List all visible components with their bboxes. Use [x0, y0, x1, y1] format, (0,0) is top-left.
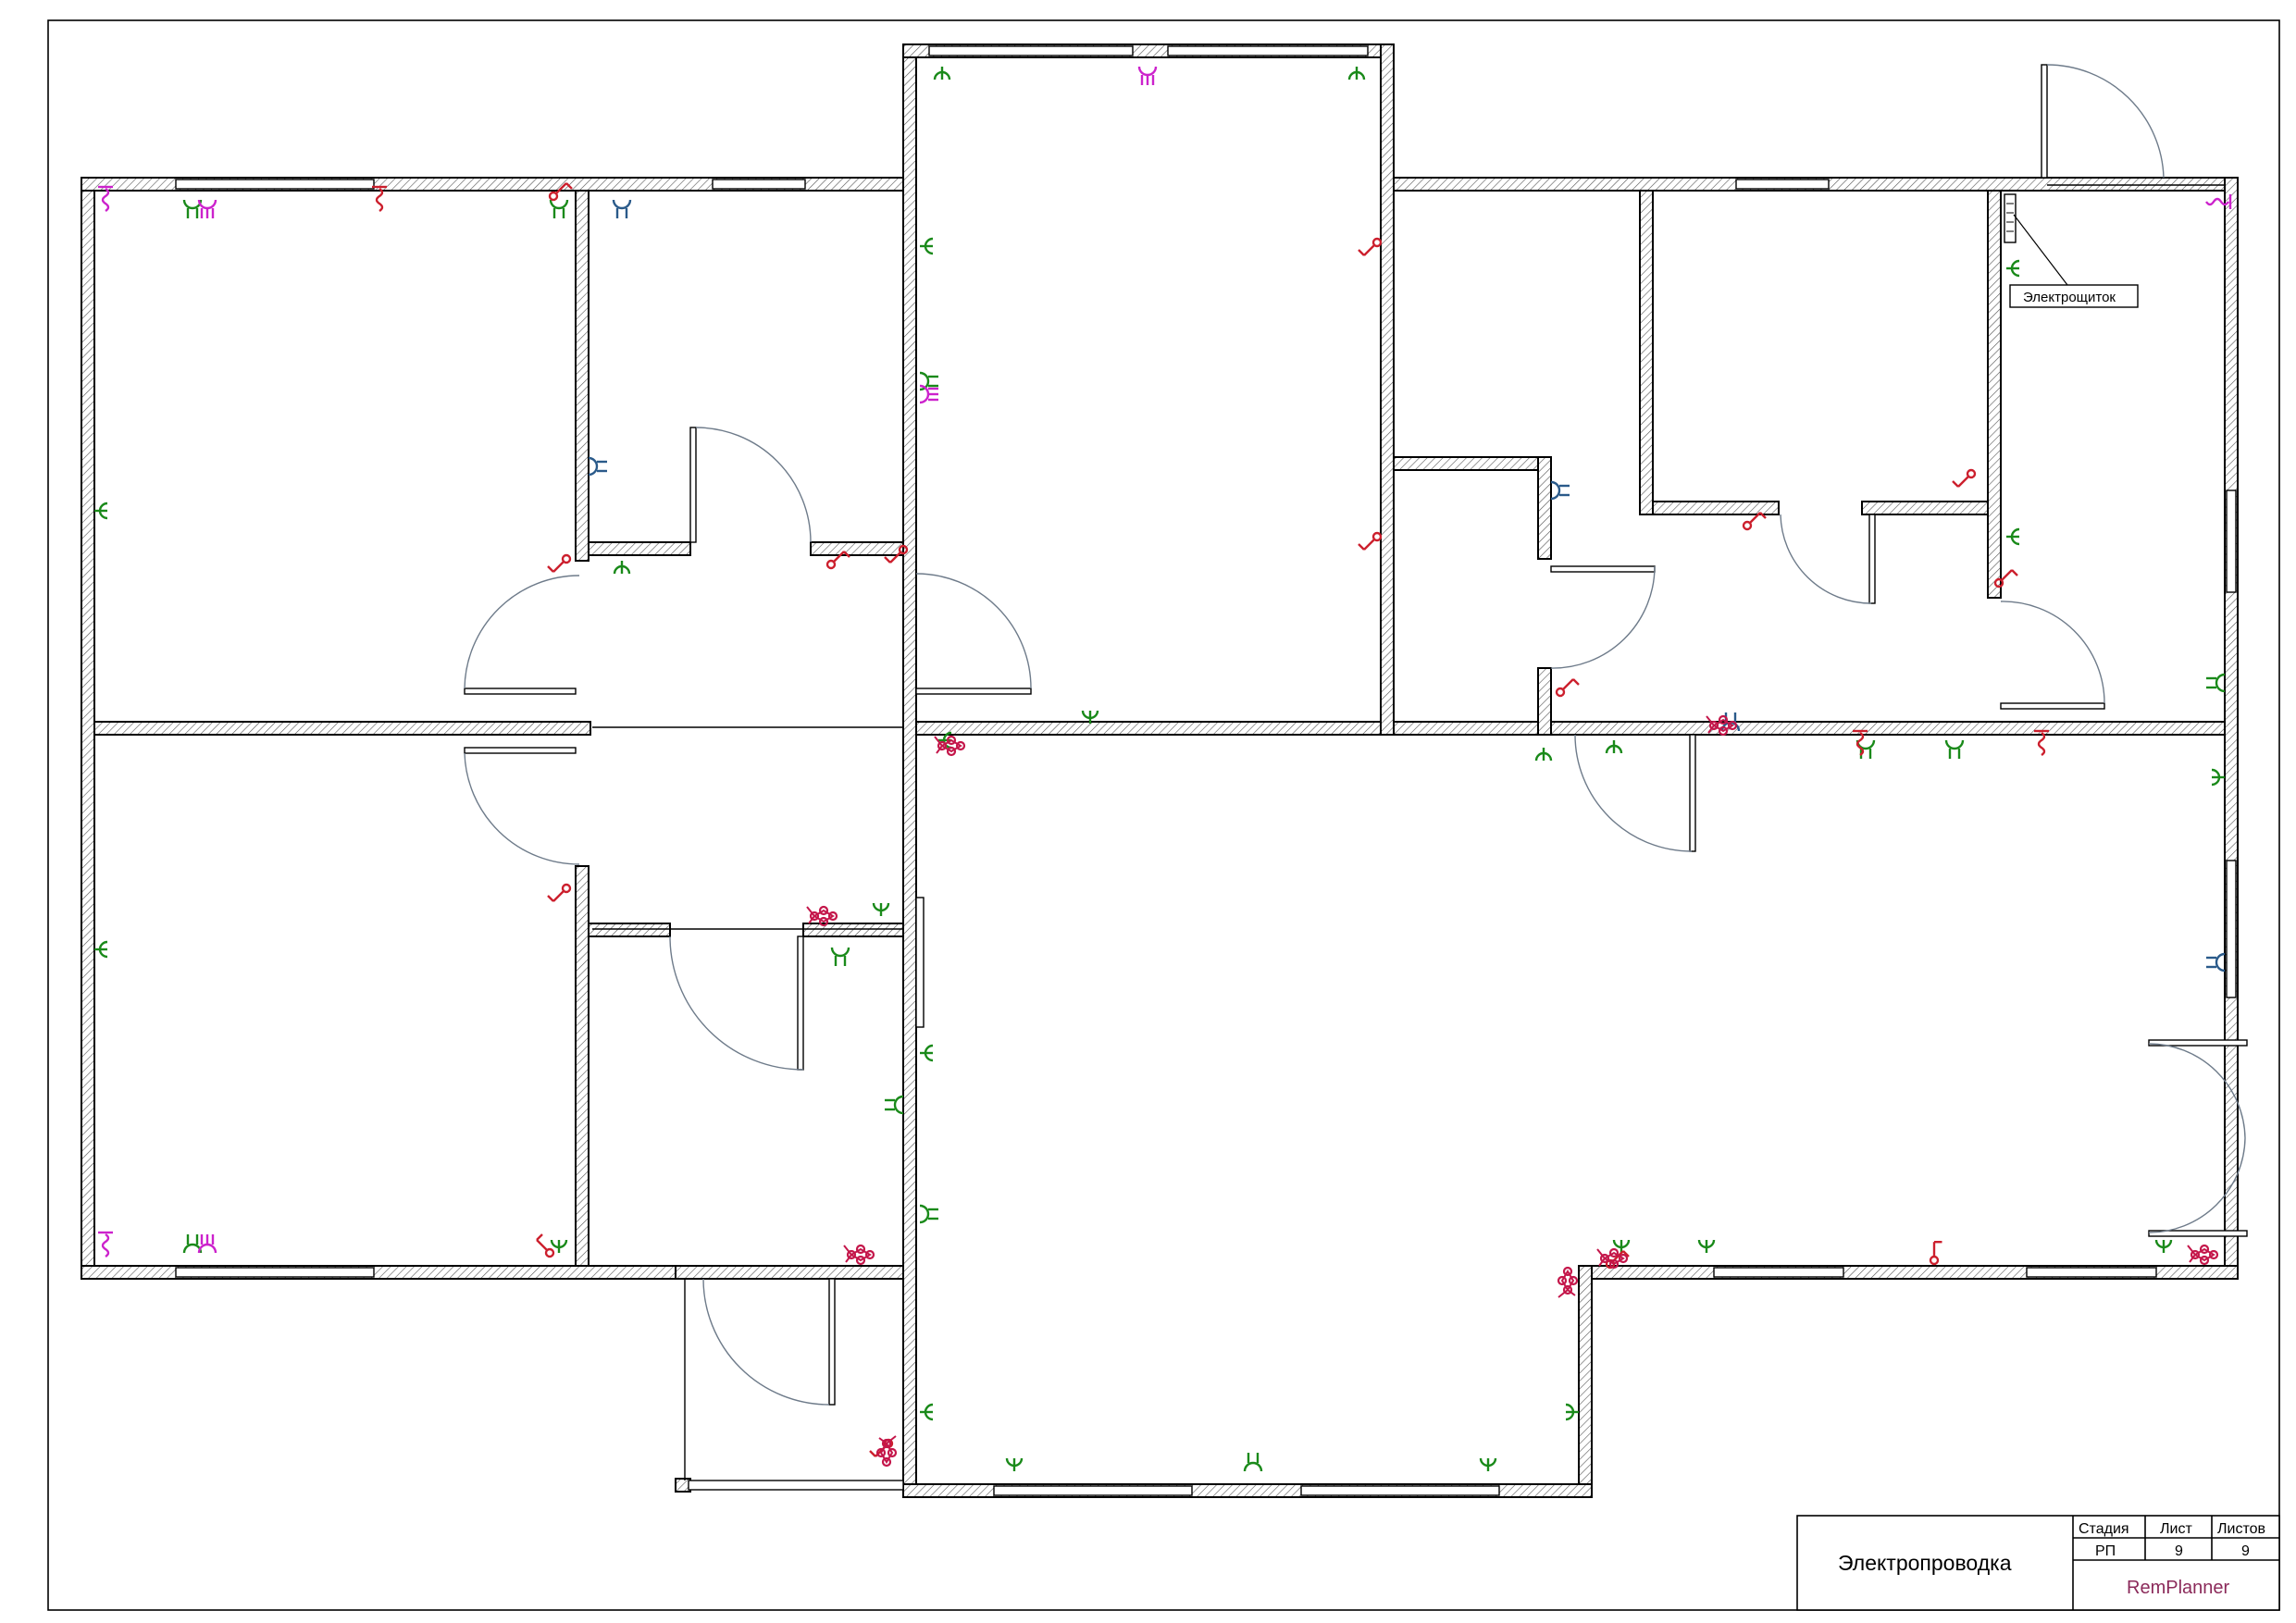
value-stage: РП — [2095, 1543, 2116, 1559]
outlets-data — [587, 198, 2227, 973]
brand-logo-text: RemPlanner — [2127, 1578, 2230, 1598]
title-block — [1796, 1515, 2280, 1611]
walls — [81, 43, 2239, 1498]
sheet-frame — [47, 19, 2280, 1611]
windows — [175, 45, 2237, 1496]
outlets-low-current — [96, 65, 2232, 1258]
header-sheet: Лист — [2160, 1521, 2192, 1537]
header-stage: Стадия — [2079, 1521, 2129, 1537]
panel-label-box — [2009, 284, 2139, 308]
value-sheets-total: 9 — [2241, 1543, 2250, 1559]
drawing-title: Электропроводка — [1838, 1551, 2012, 1575]
socket-groups — [805, 714, 2219, 1468]
doors — [464, 64, 2248, 1481]
header-sheets-total: Листов — [2217, 1521, 2265, 1537]
electrical-panel: Электрощиток — [2004, 193, 2139, 308]
panel-label: Электрощиток — [2023, 290, 2116, 305]
outlets-standard — [93, 65, 2227, 1473]
value-sheet: 9 — [2175, 1543, 2183, 1559]
